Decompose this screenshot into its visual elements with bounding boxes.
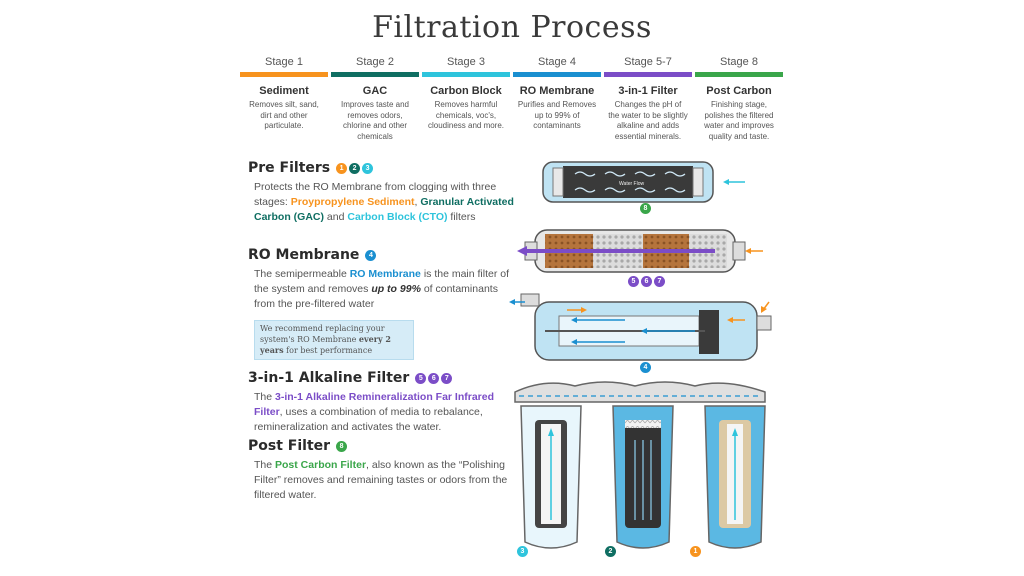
stage-color-bar	[331, 72, 419, 77]
pre-filters-badges: 1 2 3	[336, 162, 374, 174]
pre-filters-title: Pre Filters	[248, 160, 331, 176]
stage-label: Stage 3	[447, 56, 485, 68]
text: is the main filter of the system and rem…	[254, 268, 510, 295]
note-emphasis: every 2 years	[260, 334, 391, 355]
stage-badge: 4	[640, 362, 651, 373]
housing-sediment	[704, 405, 766, 549]
ro-membrane-heading: RO Membrane 4	[248, 247, 520, 263]
post-filter-text: The Post Carbon Filter, also known as th…	[248, 458, 520, 503]
post-filter-section: Post Filter 8 The Post Carbon Filter, al…	[248, 438, 520, 503]
stage-description: Removes harmful chemicals, voc's, cloudi…	[427, 100, 505, 130]
stage-name: RO Membrane	[519, 85, 595, 97]
replacement-note: We recommend replacing your system's RO …	[254, 320, 414, 360]
stage-color-bar	[240, 72, 328, 77]
ro-membrane-title: RO Membrane	[248, 247, 360, 263]
stage-badge: 3	[517, 546, 528, 557]
pre-filters-section: Pre Filters 1 2 3 Protects the RO Membra…	[248, 160, 520, 225]
housing-carbon-block	[520, 405, 582, 549]
housing-manifold	[514, 381, 766, 403]
alkaline-title: 3-in-1 Alkaline Filter	[248, 370, 410, 386]
post-filter-heading: Post Filter 8	[248, 438, 520, 454]
stage-badge: 8	[336, 440, 348, 452]
housing-gac	[612, 405, 674, 549]
stage-name: 3-in-1 Filter	[618, 85, 678, 97]
stage-name: Carbon Block	[430, 85, 502, 97]
alkaline-badges: 5 6 7	[415, 372, 453, 384]
stage-badge: 7	[654, 276, 665, 287]
alkaline-section: 3-in-1 Alkaline Filter 5 6 7 The 3-in-1 …	[248, 370, 520, 435]
stage-name: Sediment	[259, 85, 309, 97]
ro-membrane-section: RO Membrane 4 The semipermeable RO Membr…	[248, 247, 520, 360]
highlight-sediment: Proypropylene Sediment	[290, 196, 415, 208]
text: and	[324, 211, 348, 223]
stage-color-bar	[513, 72, 601, 77]
text: Protects the RO Membrane from clogging w…	[254, 181, 497, 208]
stage-badge: 2	[605, 546, 616, 557]
text: , uses a combination of media to rebalan…	[254, 406, 483, 433]
highlight-post-carbon: Post Carbon Filter	[275, 459, 367, 471]
stage-badge: 1	[690, 546, 701, 557]
stage-badge: 2	[349, 162, 361, 174]
alkaline-text: The 3-in-1 Alkaline Remineralization Far…	[248, 390, 520, 435]
text: , also known as the “Polishing Filter” r…	[254, 459, 508, 501]
post-filter-title: Post Filter	[248, 438, 331, 454]
ro-membrane-housing	[509, 293, 772, 361]
stage-label: Stage 2	[356, 56, 394, 68]
stage-column: Stage 2 GAC Improves taste and removes odo…	[331, 56, 419, 142]
stage-badge: 1	[336, 162, 348, 174]
water-flow-label: Water Flow	[619, 181, 644, 187]
stage-label: Stage 1	[265, 56, 303, 68]
page-title: Filtration Process	[372, 10, 652, 45]
alkaline-heading: 3-in-1 Alkaline Filter 5 6 7	[248, 370, 520, 386]
stage-badge: 6	[428, 372, 440, 384]
stage-description: Improves taste and removes odors, chlori…	[340, 100, 410, 141]
text: filters	[447, 211, 476, 223]
stage-badge: 8	[640, 203, 651, 214]
stage-badge: 6	[641, 276, 652, 287]
stage-description: Removes silt, sand, dirt and other parti…	[249, 100, 319, 130]
stage-label: Stage 5-7	[624, 56, 672, 68]
pre-filters-heading: Pre Filters 1 2 3	[248, 160, 520, 176]
highlight-gac: Granular Activated Carbon (GAC)	[254, 196, 514, 223]
stage-badge: 5	[415, 372, 427, 384]
stage-badge: 7	[441, 372, 453, 384]
text: The	[254, 391, 276, 403]
pre-filters-text: Protects the RO Membrane from clogging w…	[248, 180, 520, 225]
highlight-ro: RO Membrane	[349, 268, 421, 280]
text: ,	[414, 196, 421, 208]
filter-illustration: Water Flow	[509, 161, 772, 549]
highlight-99: up to 99%	[371, 283, 421, 295]
stage-description: Changes the pH of the water to be slight…	[608, 100, 688, 141]
text: The	[254, 459, 276, 471]
stage-color-bar	[422, 72, 510, 77]
post-carbon-cartridge: Water Flow	[542, 161, 745, 203]
ro-membrane-text: The semipermeable RO Membrane is the mai…	[248, 267, 520, 312]
stage-name: GAC	[362, 85, 388, 97]
stage-label: Stage 4	[538, 56, 576, 68]
stage-badge: 3	[362, 162, 374, 174]
stage-description: Purifies and Removes up to 99% of contam…	[517, 100, 597, 130]
stage-name: Post Carbon	[706, 85, 772, 97]
text: for best performance	[283, 346, 373, 355]
stage-color-bar	[695, 72, 783, 77]
text: of contaminants from the pre-filtered wa…	[254, 283, 498, 310]
text: The semipermeable	[254, 268, 350, 280]
stage-color-bar	[604, 72, 692, 77]
stage-label: Stage 8	[720, 56, 758, 68]
stage-description: Finishing stage, polishes the filtered w…	[704, 100, 774, 141]
text: We recommend replacing your system's RO …	[260, 324, 385, 344]
highlight-alkaline: 3-in-1 Alkaline Remineralization Far Inf…	[254, 391, 495, 418]
stage-badge: 5	[628, 276, 639, 287]
stage-badge: 4	[365, 249, 377, 261]
alkaline-cartridge	[517, 229, 763, 273]
highlight-carbon-block: Carbon Block (CTO)	[347, 211, 448, 223]
filter-diagram: Water Flow	[505, 150, 785, 570]
